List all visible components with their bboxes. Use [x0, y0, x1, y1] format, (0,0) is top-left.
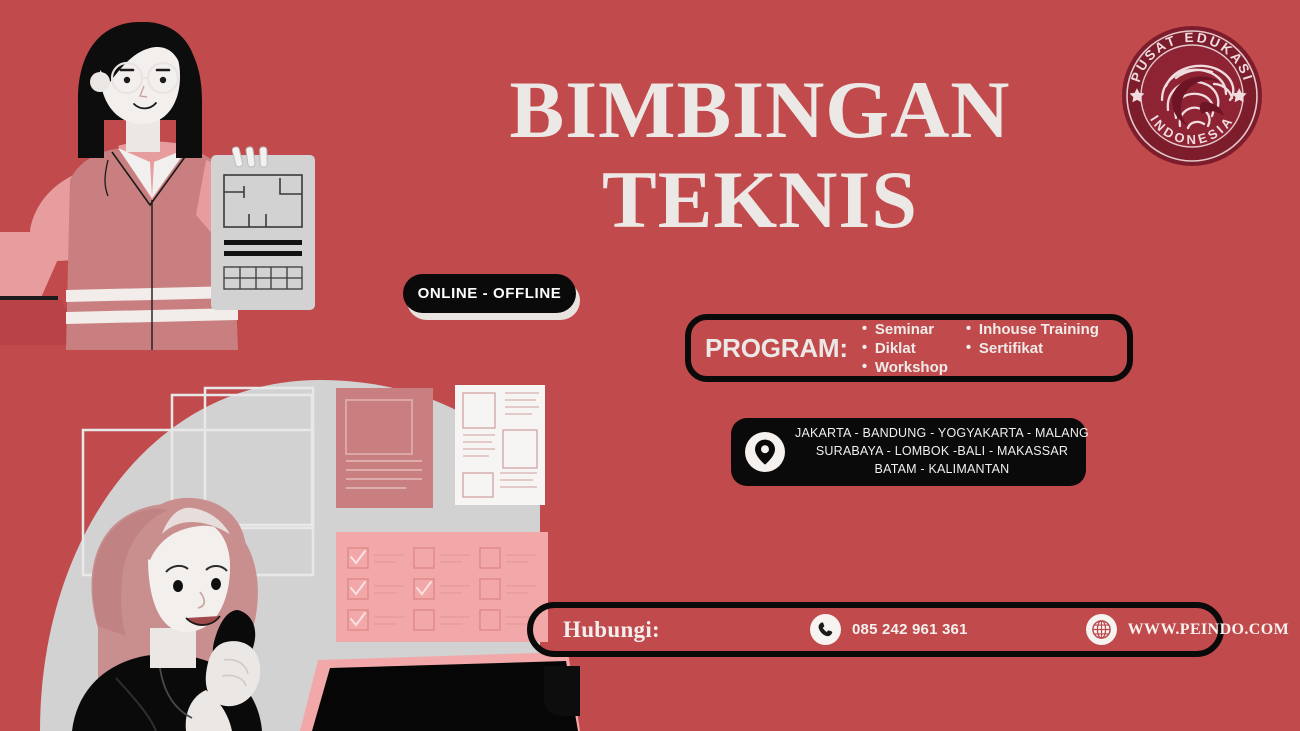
program-label: PROGRAM:	[705, 332, 848, 363]
program-item: Workshop	[862, 358, 948, 377]
woman-head	[78, 22, 202, 158]
program-item: Sertifikat	[966, 339, 1099, 358]
location-box: JAKARTA - BANDUNG - YOGYAKARTA - MALANG …	[731, 418, 1089, 486]
woman-with-clipboard-illustration	[0, 22, 315, 350]
woman-body	[30, 141, 282, 350]
mode-badge[interactable]: ONLINE - OFFLINE	[403, 274, 580, 320]
contact-phone[interactable]: 085 242 961 361	[810, 614, 968, 645]
website-url: WWW.PEINDO.COM	[1127, 620, 1290, 638]
mode-badge-pill[interactable]: ONLINE - OFFLINE	[403, 274, 576, 313]
phone-number: 085 242 961 361	[852, 621, 968, 638]
title-line-1: BIMBINGAN	[509, 64, 1011, 155]
location-line: SURABAYA - LOMBOK -BALI - MAKASSAR	[815, 444, 1069, 459]
program-columns: Seminar Diklat Workshop Inhouse Training…	[862, 320, 1099, 378]
wall-frames	[81, 386, 315, 577]
globe-icon	[1085, 614, 1117, 645]
location-line: BATAM - KALIMANTAN	[874, 461, 1010, 476]
contact-bar: Hubungi: 085 242 961 361 WWW.PEINDO.COM	[527, 602, 1289, 657]
swirl-emblem-fill	[1171, 76, 1224, 126]
program-item: Diklat	[862, 339, 948, 358]
program-box: PROGRAM: Seminar Diklat Workshop Inhouse…	[685, 314, 1133, 382]
program-item: Inhouse Training	[966, 320, 1099, 339]
brand-logo: PUSAT EDUKASI INDONESIA	[1122, 26, 1262, 166]
laptop-shape	[0, 232, 80, 345]
phone-icon	[810, 614, 842, 645]
map-pin-icon	[745, 432, 785, 472]
clipboard-illustration	[211, 146, 315, 310]
mode-badge-label: ONLINE - OFFLINE	[417, 285, 562, 302]
document-white	[455, 385, 545, 505]
location-line: JAKARTA - BANDUNG - YOGYAKARTA - MALANG	[795, 426, 1089, 441]
title-line-2: TEKNIS	[602, 154, 918, 246]
program-column-2: Inhouse Training Sertifikat	[966, 320, 1099, 378]
woman-on-phone-illustration	[40, 380, 580, 731]
document-poster	[336, 388, 433, 508]
contact-label: Hubungi:	[563, 616, 661, 642]
program-column-1: Seminar Diklat Workshop	[862, 320, 948, 378]
laptop-screen	[300, 652, 580, 731]
program-item: Seminar	[862, 320, 948, 339]
page-title: BIMBINGAN TEKNIS	[370, 64, 1150, 246]
location-lines: JAKARTA - BANDUNG - YOGYAKARTA - MALANG …	[795, 425, 1103, 478]
contact-website[interactable]: WWW.PEINDO.COM	[1085, 614, 1290, 645]
checklist-panel	[336, 532, 548, 642]
woman-caller	[72, 497, 262, 731]
logo-star-icon	[1129, 88, 1247, 103]
